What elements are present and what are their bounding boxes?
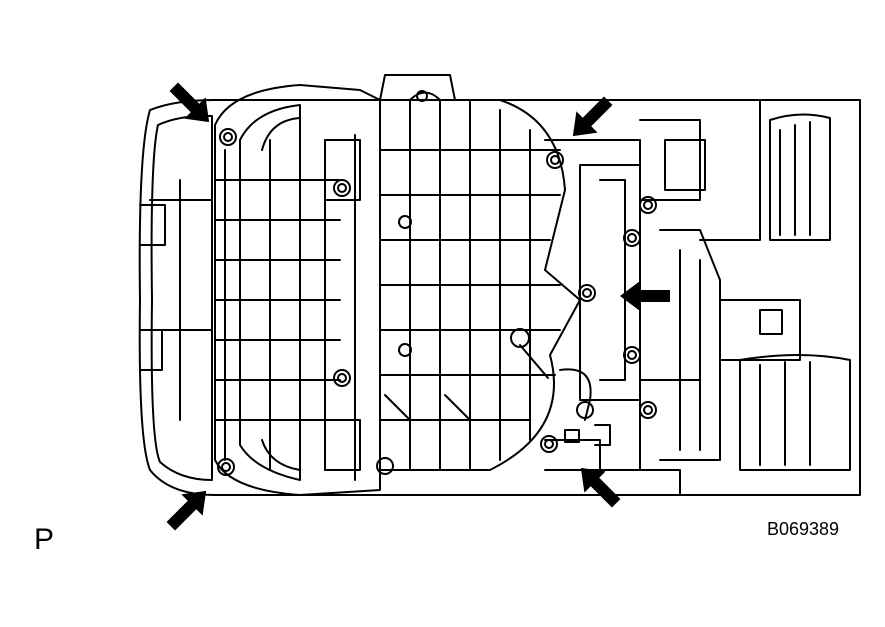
blower-housing (376, 74, 581, 475)
callout-arrows (166, 82, 670, 531)
arrow-icon (580, 467, 621, 508)
view-side-label: P (34, 523, 55, 556)
bolt (546, 151, 564, 169)
arrow-icon (166, 490, 207, 531)
bolt (623, 346, 641, 364)
arrow-icon (620, 281, 670, 311)
bolt (540, 435, 558, 453)
bolt (333, 179, 351, 197)
figure-reference-id: B069389 (767, 519, 840, 539)
duct-assembly (544, 99, 861, 496)
bolt (219, 128, 237, 146)
arrow-icon (169, 82, 210, 123)
base-plate (138, 99, 861, 496)
bolt (623, 229, 641, 247)
arrow-icon (572, 96, 613, 137)
fan-shroud (214, 84, 381, 496)
bolt (333, 369, 351, 387)
bolt (639, 401, 657, 419)
bolt (578, 284, 596, 302)
bolt (639, 196, 657, 214)
bolt (217, 458, 235, 476)
bolt-group (217, 128, 657, 476)
